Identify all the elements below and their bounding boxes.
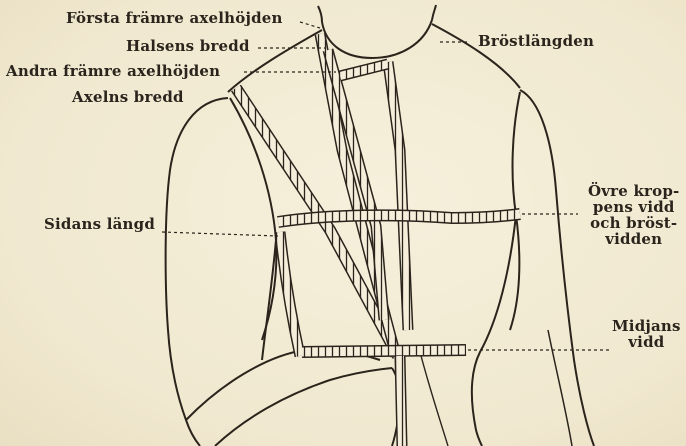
neck-left	[318, 6, 322, 22]
label-axelns-bredd: Axelns bredd	[72, 89, 184, 105]
tape-waist	[302, 350, 466, 352]
tape-chest	[278, 214, 520, 222]
leader-sidans	[162, 232, 278, 236]
tape-bust-length	[388, 62, 408, 330]
label-ovre-line-1: Övre krop-	[588, 183, 679, 199]
right-side-seam	[472, 215, 516, 446]
label-ovre-line-3: och bröst-	[588, 215, 679, 231]
neck-outline	[322, 20, 432, 58]
left-side-seam	[262, 240, 276, 360]
tape-side-length	[280, 232, 300, 356]
label-midja-line-2: vidd	[612, 334, 681, 350]
tape-hanging-end	[400, 356, 402, 446]
skirt-fold	[420, 352, 448, 446]
label-andra-framre-axelhojden: Andra främre axelhöjden	[6, 63, 220, 79]
label-brostlangden: Bröstlängden	[478, 33, 594, 49]
label-ovre-kroppens-vidd: Övre krop- pens vidd och bröst- vidden	[588, 183, 679, 247]
label-halsens-bredd: Halsens bredd	[126, 38, 250, 54]
left-forearm-lower	[215, 368, 392, 446]
label-midja-line-1: Midjans	[612, 318, 681, 334]
label-forsta-framre-axelhojden: Första främre axelhöjden	[66, 10, 283, 26]
label-sidans-langd: Sidans längd	[44, 216, 155, 232]
leader-forsta	[300, 22, 320, 28]
left-forearm	[186, 349, 380, 420]
right-sleeve-outer	[520, 90, 594, 446]
label-ovre-line-2: pens vidd	[588, 199, 679, 215]
label-ovre-line-4: vidden	[588, 231, 679, 247]
label-midjans-vidd: Midjans vidd	[612, 318, 681, 350]
tape-neck-horizontal	[340, 64, 388, 76]
neck-right	[432, 5, 436, 20]
right-arm-inner	[548, 330, 572, 446]
left-sleeve-outer	[166, 98, 228, 446]
